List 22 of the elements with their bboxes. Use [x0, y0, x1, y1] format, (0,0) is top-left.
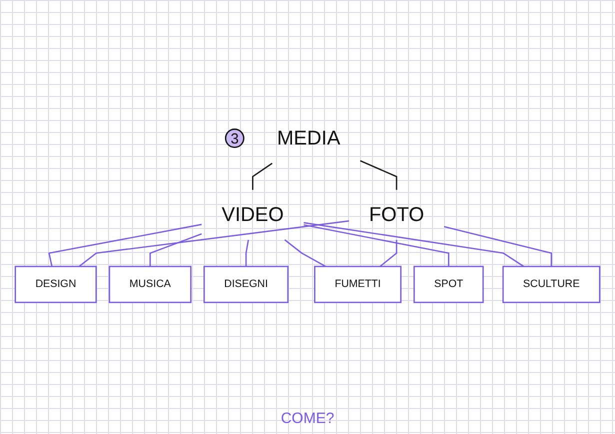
connector: [252, 162, 273, 190]
node-box: SPOT: [413, 266, 484, 304]
connector: [284, 239, 326, 268]
node-circle: 3: [224, 128, 244, 148]
node-box: DISEGNI: [204, 266, 289, 304]
node-box: MUSICA: [108, 266, 192, 304]
connector: [444, 226, 552, 267]
connector: [48, 224, 202, 267]
connector: [304, 222, 524, 268]
connector: [304, 224, 450, 267]
node-text: MEDIA: [277, 127, 340, 150]
node-text: VIDEO: [222, 204, 284, 226]
node-box: SCULTURE: [502, 266, 600, 304]
connector: [380, 240, 398, 268]
connector: [78, 220, 350, 268]
node-text: FOTO: [368, 204, 424, 226]
connector: [245, 240, 250, 267]
note-text: COME?: [280, 410, 334, 427]
connector: [360, 160, 398, 190]
node-box: FUMETTI: [314, 266, 402, 304]
node-box: DESIGN: [14, 266, 97, 304]
connector: [149, 233, 202, 267]
